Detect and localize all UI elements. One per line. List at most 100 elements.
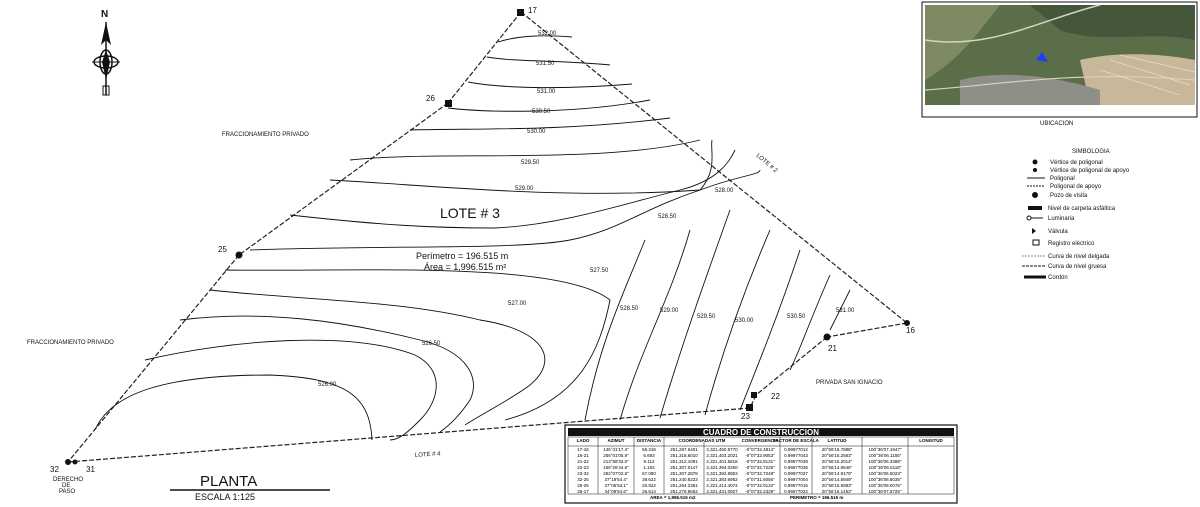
table-cell: 251,276.8662 [670,489,698,494]
lot-boundary [67,11,908,463]
table-cell: 2,321,414.4074 [706,483,738,488]
contour-label: 528.00 [715,188,734,194]
table-cell: 0.99977016 [784,483,808,488]
table-cell: 2,321,383.6952 [706,477,738,482]
table-cell: 0.99977012 [784,447,808,452]
legend-item: Pozo de visita [1050,193,1088,199]
table-cell: 100°36'08.0076" [868,483,901,488]
table-cell: 146°41'17.4" [603,447,629,452]
contour-label: 530.00 [735,318,754,324]
contour-label: 531.50 [536,61,555,67]
asphalt-level-icon [1028,206,1042,210]
table-cell: -0°07'32.9053" [745,453,775,458]
table-cell: 0.99977036 [784,465,808,470]
table-cell: 56.316 [642,447,656,452]
legend-item: Poligonal de apoyo [1050,184,1102,190]
legend-item: Registro eléctrico [1048,241,1095,247]
table-cell: -0°07'31.6056" [745,477,775,482]
vertex-31 [72,459,78,465]
table-header: LADO [577,438,590,443]
contour-label: 530.50 [787,314,806,320]
vertex-markers [65,9,910,465]
perimeter-text: Perímetro = 196.515 m [416,251,508,261]
contour-label: 528.50 [620,306,639,312]
contour-label: 527.50 [590,268,609,274]
legend-item: Cordón [1048,275,1068,281]
table-cell: 100°36'08.8035" [868,477,901,482]
table-cell: 2,321,394.0260 [706,465,738,470]
table-cell: 20°56'14.9546" [822,465,853,470]
table-header: COORDENADAS UTM [679,438,726,443]
contour-label: 531.00 [836,308,855,314]
table-cell: 1.163 [643,465,655,470]
table-cell: 0.99977022 [784,489,808,494]
table-cell: 23-32 [577,471,589,476]
lot-title: LOTE # 3 [440,205,500,221]
table-cell: 38.622 [642,477,656,482]
plan-scale: ESCALA 1:125 [195,492,255,502]
vertex-label-31: 31 [86,465,95,474]
table-cell: 251,307.2878 [670,471,698,476]
table-cell: 251,318.6010 [670,453,698,458]
table-cell: 100°36'07.5725" [868,489,901,494]
table-cell: 251,307.0147 [670,465,698,470]
legend-item: Válvula [1048,229,1068,235]
manhole-icon [1032,192,1038,198]
table-cell: -0°07'32.7248" [745,471,775,476]
derecho-line: DERECHO [53,477,83,483]
table-cell: 0.99977043 [784,453,808,458]
contour-label: 529.50 [697,314,716,320]
contour-label: 531.00 [537,89,556,95]
valve-icon [1032,228,1036,234]
contour-label: 532.00 [538,31,557,37]
vertex-25 [235,251,243,259]
table-cell: 20°56'15.2583" [822,453,853,458]
vertex-label-21: 21 [828,344,837,353]
table-cell: 256°01'05.9" [603,453,629,458]
legend-item: Poligonal [1050,176,1075,182]
table-cell: 213°58'32.0" [603,459,629,464]
neighbor-fracc-left: FRACCIONAMIENTO PRIVADO [27,340,114,346]
table-cell: 21-22 [577,459,589,464]
table-cell: 26-17 [577,489,589,494]
table-cell: 0.99977004 [784,477,808,482]
electric-box-icon [1032,239,1040,246]
table-cell: 20.922 [642,483,656,488]
table-header: LONGITUD [919,438,943,443]
legend-item: Luminaria [1048,216,1075,222]
table-cell: 2,321,431.0927 [706,489,738,494]
table-cell: 251,264.2361 [670,483,698,488]
vertex-32 [65,459,71,465]
legend-item: Vértice de poligonal [1050,160,1103,166]
table-cell: 17-16 [577,447,589,452]
table-cell: 22-23 [577,465,589,470]
table-cell: -0°07'32.2328" [745,489,775,494]
table-area: AREA = 1,996.515 m2 [650,495,696,500]
legend-item: Vértice de poligonal de apoyo [1050,168,1130,174]
table-header: AZIMUT [608,438,625,443]
contour-label: 528.50 [658,214,677,220]
derecho-line: PASO [59,489,76,495]
table-perimeter: PERIMETRO = 196.515 m [790,495,843,500]
table-cell: 100°36'07.1947" [868,447,901,452]
table-header: DISTANCIA [637,438,662,443]
table-cell: 166°26'44.6" [603,465,629,470]
vertex-label-23: 23 [741,412,750,421]
neighbor-lote2: LOTE # 2 [755,153,779,175]
table-cell: -0°07'32.7226" [745,465,775,470]
legend-item: Curva de nivel delgada [1048,254,1110,260]
plan-title: PLANTA [200,473,257,490]
table-cell: 25-26 [577,483,589,488]
support-vertex-icon [1033,168,1037,172]
vertex-label-22: 22 [771,392,780,401]
legend-item: Curva de nivel gruesa [1048,264,1107,270]
table-cell: 9.112 [644,459,655,464]
contour-label: 529.00 [515,186,534,192]
vertex-label-17: 17 [528,6,537,15]
table-header: LATITUD [828,438,848,443]
table-cell: 32-25 [577,477,589,482]
table-cell: 100°36'06.1155" [869,453,902,458]
table-cell: 20°56'16.1452" [822,489,853,494]
